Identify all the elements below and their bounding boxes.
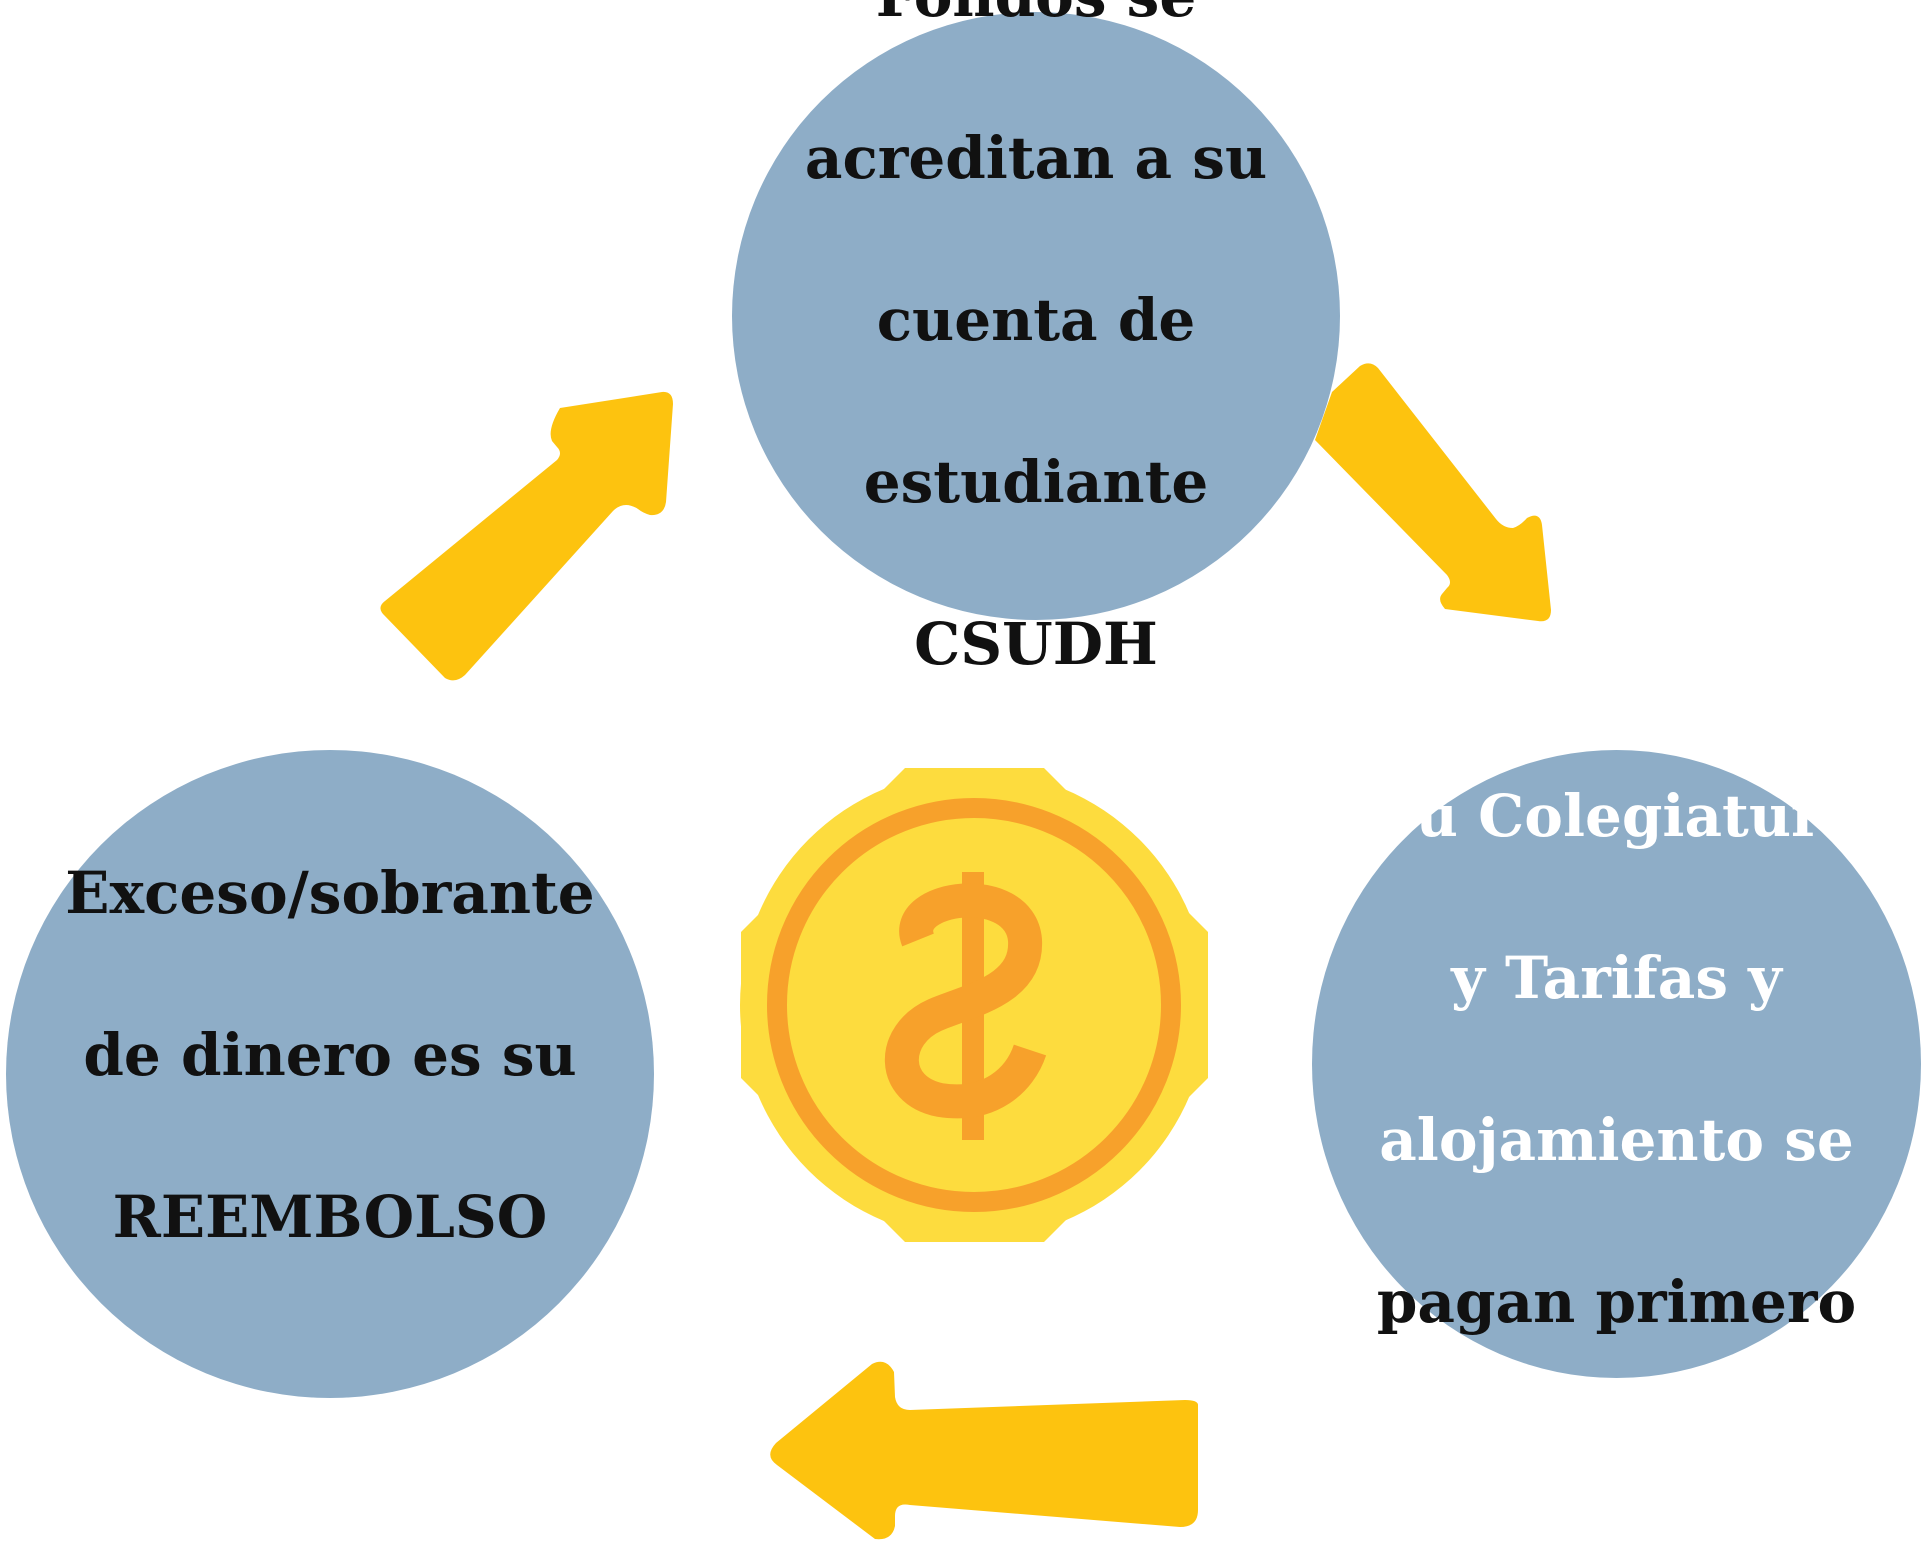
step-funds-credited: Fondos se acreditan a su cuenta de estud…: [732, 0, 1340, 678]
label-line: acreditan a su: [804, 123, 1268, 192]
label-line: estudiante: [863, 447, 1209, 516]
arrow-left-icon: [770, 1361, 1198, 1540]
step-charges-paid: Su Colegiatura y Tarifas y alojamiento s…: [1312, 750, 1921, 1378]
dollar-coin-icon: [740, 768, 1208, 1242]
step-refund: Exceso/sobrante de dinero es su REEMBOLS…: [6, 750, 654, 1398]
label-line: y Tarifas y: [1451, 943, 1782, 1012]
arrow-down-right-icon: [1315, 363, 1551, 622]
label-line: cuenta de: [876, 285, 1196, 354]
label-line: pagan primero: [1376, 1267, 1857, 1336]
step-funds-credited-label: Fondos se acreditan a su cuenta de estud…: [805, 0, 1267, 766]
arrow-up-right-icon: [380, 391, 673, 681]
label-line: REEMBOLSO: [112, 1182, 548, 1251]
label-line: Su Colegiatura: [1373, 781, 1860, 850]
label-line: Exceso/sobrante: [65, 858, 595, 927]
label-line: Fondos se: [805, 0, 1267, 37]
step-refund-label: Exceso/sobrante de dinero es su REEMBOLS…: [65, 772, 594, 1339]
step-charges-paid-label: Su Colegiatura y Tarifas y alojamiento s…: [1374, 695, 1859, 1424]
label-line: de dinero es su: [83, 1020, 577, 1089]
label-line: CSUDH: [914, 609, 1158, 678]
label-line: alojamiento se: [1379, 1105, 1854, 1174]
